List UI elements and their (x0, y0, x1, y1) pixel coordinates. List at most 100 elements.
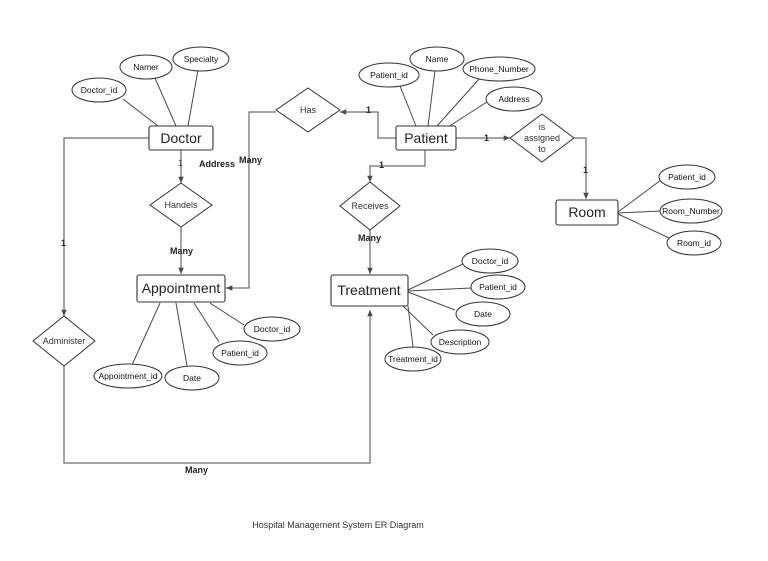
attribute-treatment-doctor-id[interactable]: Doctor_id (461, 248, 519, 274)
cardinality-receives-treatment: Many (358, 233, 381, 243)
relationship-receives[interactable]: Receives (339, 181, 401, 231)
connector-patient-receives (367, 150, 426, 182)
attribute-treatment-date[interactable]: Date (455, 301, 511, 327)
attribute-patient-name[interactable]: Name (409, 46, 465, 72)
attribute-treatment-patient-id[interactable]: Patient_id (470, 274, 526, 300)
connector-treatment-description (402, 305, 434, 336)
relationship-receives-label: Receives (351, 201, 389, 211)
attribute-treatment-id-label: Treatment_id (388, 354, 438, 364)
cardinality-doctor-handels: 1 (178, 158, 183, 168)
attribute-appointment-patient-id-label: Patient_id (221, 348, 259, 358)
attribute-treatment-id[interactable]: Treatment_id (384, 346, 442, 372)
connector-administer-treatment (63, 310, 373, 464)
connector-treatment-id (407, 305, 414, 348)
relationship-assigned-line-2: assigned (524, 133, 560, 143)
relationship-administer[interactable]: Administer (32, 315, 96, 367)
entity-doctor[interactable]: Doctor (148, 125, 214, 151)
connector-doctor-name (154, 77, 177, 127)
connector-patient-phone (436, 77, 481, 127)
connector-has-appointment (226, 111, 276, 291)
connector-room-number (617, 210, 661, 214)
cardinality-patient-receives: 1 (379, 160, 384, 170)
attribute-appointment-date[interactable]: Date (164, 365, 220, 391)
attribute-doctor-specialty[interactable]: Specialty (172, 46, 230, 72)
attribute-doctor-name[interactable]: Namer (119, 54, 173, 80)
connector-patient-address (447, 99, 491, 128)
connector-treatment-patient-id (407, 287, 472, 292)
attribute-appointment-id-label: Appointment_id (98, 371, 157, 381)
connector-appointment-date (175, 302, 188, 367)
diagram-caption: Hospital Management System ER Diagram (252, 520, 424, 530)
attribute-patient-address-label: Address (498, 94, 529, 104)
cardinality-handels-appointment: Many (170, 246, 193, 256)
connector-appointment-id (131, 302, 161, 366)
attribute-room-patient-id-label: Patient_id (668, 172, 706, 182)
attribute-treatment-date-label: Date (474, 309, 492, 319)
attribute-treatment-patient-id-label: Patient_id (479, 282, 517, 292)
connector-room-patient-id (617, 179, 662, 213)
connectors (61, 69, 670, 464)
attribute-patient-name-label: Name (426, 54, 449, 64)
connector-doctor-specialty (187, 69, 199, 127)
attribute-room-id-label: Room_id (677, 238, 711, 248)
entity-treatment-label: Treatment (337, 282, 400, 298)
entity-appointment-label: Appointment (142, 280, 221, 296)
attribute-treatment-description[interactable]: Description (430, 329, 490, 355)
relationship-assigned-line-3: to (538, 144, 546, 154)
label-doctor-address: Address (199, 159, 235, 169)
relationship-handels[interactable]: Handels (149, 182, 213, 228)
relationship-assigned-line-1: is (539, 122, 546, 132)
attribute-room-number[interactable]: Room_Number (659, 198, 723, 224)
connector-patient-has (340, 109, 396, 139)
attribute-treatment-doctor-id-label: Doctor_id (472, 256, 509, 266)
entity-treatment[interactable]: Treatment (330, 274, 409, 307)
entity-appointment[interactable]: Appointment (136, 274, 226, 303)
attribute-appointment-patient-id[interactable]: Patient_id (212, 340, 268, 366)
attribute-patient-address[interactable]: Address (485, 86, 543, 112)
attribute-doctor-id[interactable]: Doctor_id (71, 77, 127, 103)
connector-doctor-id (122, 98, 159, 127)
cardinality-has-appointment: Many (239, 155, 262, 165)
attribute-doctor-id-label: Doctor_id (81, 85, 118, 95)
entity-patient[interactable]: Patient (395, 125, 457, 151)
connector-patient-name (427, 69, 436, 127)
connector-patient-patient-id (399, 85, 417, 127)
relationship-is-assigned-to[interactable]: is assigned to (509, 113, 575, 163)
attribute-appointment-id[interactable]: Appointment_id (93, 363, 163, 389)
attribute-doctor-specialty-label: Specialty (184, 54, 219, 64)
connector-appointment-patient-id (193, 302, 220, 343)
attribute-room-patient-id[interactable]: Patient_id (658, 164, 716, 190)
attribute-doctor-name-label: Namer (133, 62, 159, 72)
cardinality-patient-room-down: 1 (583, 165, 588, 175)
attribute-patient-patient-id[interactable]: Patient_id (358, 62, 420, 88)
relationship-administer-label: Administer (43, 336, 86, 346)
connector-assigned-room (574, 137, 589, 199)
attribute-patient-phone-label: Phone_Number (469, 64, 529, 74)
attribute-appointment-date-label: Date (183, 373, 201, 383)
entity-room[interactable]: Room (555, 199, 619, 226)
relationship-handels-label: Handels (164, 200, 198, 210)
cardinality-has-patient: 1 (366, 105, 371, 115)
entity-patient-label: Patient (404, 130, 448, 146)
connector-appointment-doctor-id (209, 302, 245, 326)
entity-room-label: Room (568, 204, 605, 220)
attribute-treatment-description-label: Description (439, 337, 482, 347)
cardinality-doctor-administer: 1 (61, 238, 66, 248)
relationship-has-label: Has (300, 105, 317, 115)
attribute-room-id[interactable]: Room_id (666, 230, 722, 256)
attribute-appointment-doctor-id-label: Doctor_id (254, 324, 291, 334)
connector-room-id (617, 213, 670, 239)
connector-treatment-doctor-id (407, 262, 466, 291)
connector-treatment-date (407, 291, 456, 311)
attribute-appointment-doctor-id[interactable]: Doctor_id (243, 316, 301, 342)
cardinality-patient-room-left: 1 (484, 133, 489, 143)
connector-doctor-administer (61, 137, 149, 316)
attribute-patient-phone[interactable]: Phone_Number (462, 56, 536, 82)
cardinality-administer-treatment: Many (185, 465, 208, 475)
attribute-room-number-label: Room_Number (662, 206, 720, 216)
entity-doctor-label: Doctor (160, 130, 202, 146)
attribute-patient-patient-id-label: Patient_id (370, 70, 408, 80)
relationship-has[interactable]: Has (275, 87, 341, 133)
